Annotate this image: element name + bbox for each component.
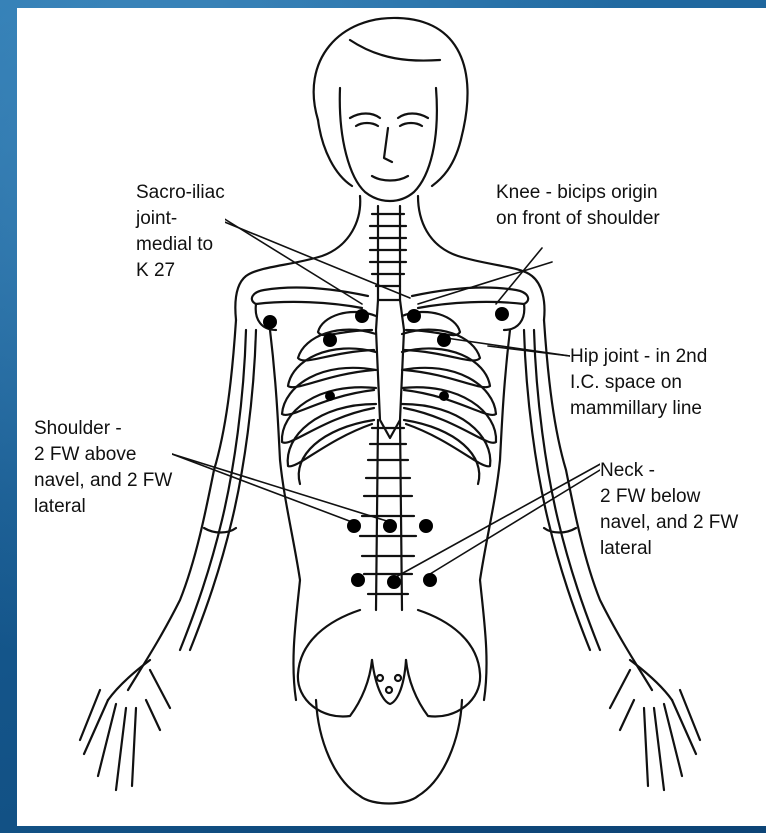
point-above-navel-right <box>419 519 433 533</box>
point-above-navel-left <box>347 519 361 533</box>
hand-right <box>610 660 700 790</box>
leader-shoulder <box>172 454 352 522</box>
label-knee: Knee - bicips origin on front of shoulde… <box>496 180 660 232</box>
point-below-navel-center <box>387 575 401 589</box>
leader-knee <box>496 248 542 304</box>
points <box>263 307 509 589</box>
point-mammillary-right <box>439 391 449 401</box>
label-neck: Neck - 2 FW below navel, and 2 FW latera… <box>600 458 738 562</box>
hand-left <box>80 660 170 790</box>
point-ic2-left <box>323 333 337 347</box>
point-below-navel-left <box>351 573 365 587</box>
point-mammillary-left <box>325 391 335 401</box>
sternum <box>376 300 404 438</box>
point-k27-left <box>355 309 369 323</box>
point-above-navel-center <box>383 519 397 533</box>
point-below-navel-right <box>423 573 437 587</box>
point-k27-right <box>407 309 421 323</box>
pelvis <box>298 610 480 804</box>
clavicle-right <box>412 288 528 308</box>
face <box>340 88 437 201</box>
label-sacroiliac: Sacro-iliac joint- medial to K 27 <box>136 180 225 284</box>
label-shoulder: Shoulder - 2 FW above navel, and 2 FW la… <box>34 416 172 520</box>
point-shoulder-left <box>263 315 277 329</box>
point-ic2-right <box>437 333 451 347</box>
point-shoulder-right <box>495 307 509 321</box>
label-hip: Hip joint - in 2nd I.C. space on mammill… <box>570 344 707 422</box>
leader-sacroiliac <box>210 210 362 304</box>
